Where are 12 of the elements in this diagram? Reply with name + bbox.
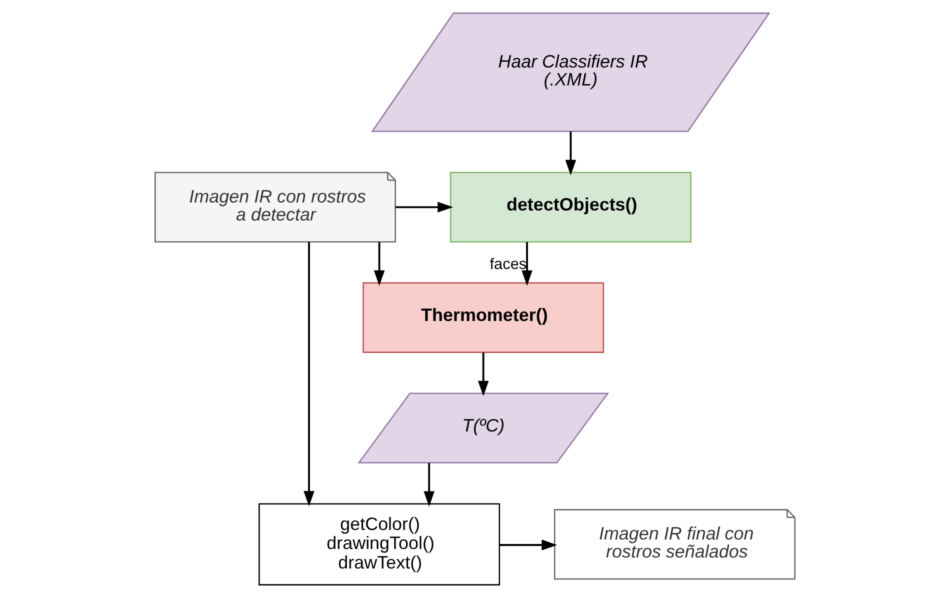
arrow [303, 242, 314, 506]
arrow [477, 352, 488, 396]
edge-label: faces [489, 256, 526, 274]
arrow [564, 131, 576, 176]
arrow [423, 462, 434, 507]
arrow [521, 242, 532, 286]
arrow [498, 540, 557, 550]
node-box: Thermometer() [362, 282, 604, 353]
node-box: detectObjects() [449, 172, 691, 242]
arrow [394, 202, 453, 213]
arrow [373, 242, 384, 286]
node-box: getColor() drawingTool() drawText() [258, 503, 500, 586]
